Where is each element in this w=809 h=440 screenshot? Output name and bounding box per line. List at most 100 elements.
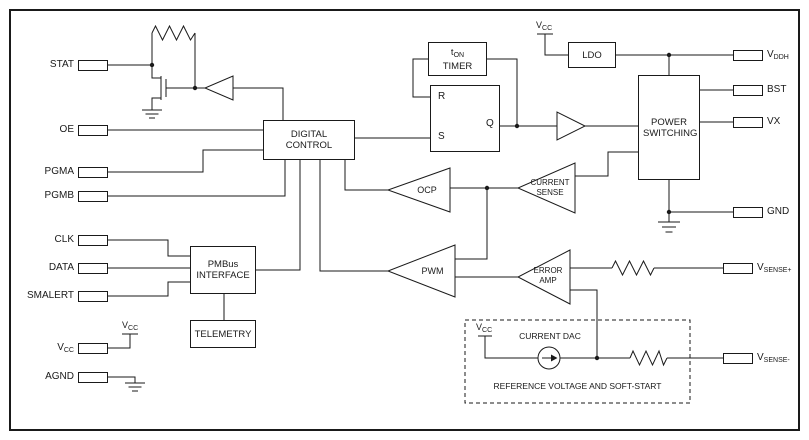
pin-vddh [733,50,763,61]
stat-buffer-triangle [203,75,234,101]
pin-label-oe: OE [59,124,74,135]
junction-dot [666,209,672,215]
ocp-label: OCP [417,185,437,195]
error-amp-triangle [516,249,571,305]
vsense-plus-resistor [611,259,655,277]
pin-label-vddh: VDDH [767,49,789,64]
pgma-wire [108,149,263,173]
pmbus-digital-wire [256,160,301,271]
ground-icon [142,109,162,119]
junction-dot [149,62,155,68]
power-switching-label: POWER SWITCHING [643,116,698,139]
junction-dot [666,52,672,58]
error-amp-ref-wire [570,289,598,358]
junction-dot [192,85,198,91]
reference-dashed-box [464,319,691,404]
rail-base: V [122,320,129,330]
vddh-base: V [767,49,774,60]
pin-label-gnd: GND [767,206,790,217]
pin-bst [733,85,763,96]
pin-vsense-plus [723,263,753,274]
ocp-out-wire [344,160,388,191]
latch-q-label: Q [486,118,494,129]
gate-driver-triangle [556,111,587,141]
ldo-wires [537,33,733,75]
vsense-plus-base: V [757,262,764,273]
triangles [203,75,587,305]
telemetry-block: TELEMETRY [190,320,256,348]
smalert-wire [108,281,190,297]
digital-control-block: DIGITAL CONTROL [263,120,355,160]
vcc-sub: CC [63,347,74,354]
pin-label-clk: CLK [54,234,74,245]
pin-label-pgmb: PGMB [44,190,74,201]
vcc-pin-wire [108,333,138,349]
junction-dot [594,355,600,361]
pin-vx [733,117,763,128]
agnd-wire [108,376,145,392]
rs-latch-block: R S Q [430,85,500,152]
power-ground-icon [658,221,680,233]
pin-label-vx: VX [767,116,781,127]
pin-label-vcc: VCC [8,342,74,357]
pin-smalert [78,291,108,302]
pin-data [78,263,108,274]
current-dac-label: CURRENT DAC [519,331,581,341]
dac-wires [478,335,723,359]
mosfet-icon [151,76,167,110]
pin-clk [78,235,108,246]
diagram-border [9,9,800,431]
pullup-resistor [151,24,196,42]
current-sense-in-wire [575,151,638,177]
junction-dots [149,52,672,362]
pin-label-bst: BST [767,84,787,95]
pwm-out-wire [319,160,388,272]
vcc-rail-label-dac: VCC [476,322,492,336]
digital-control-label: DIGITAL CONTROL [285,129,333,151]
vcc-rail-label-ldo: VCC [536,20,552,34]
pmbus-interface-block: PMBus INTERFACE [190,246,256,294]
pgmb-wire [108,160,286,197]
pin-label-vsense-minus: VSENSE- [757,352,790,367]
wires [108,24,733,404]
pin-oe [78,125,108,136]
ton-sub: ON [453,51,465,59]
junction-dot [484,185,490,191]
latch-s-label: S [438,131,445,142]
pin-label-vsense-plus: VSENSE+ [757,262,792,277]
pin-agnd [78,372,108,383]
vsense-minus-sub: SENSE- [763,357,790,364]
power-switching-block: POWER SWITCHING [638,75,700,180]
pin-vcc [78,343,108,354]
current-sense-label: CURRENT SENSE [530,178,570,197]
reference-box-label: REFERENCE VOLTAGE AND SOFT-START [493,381,662,391]
pwm-label: PWM [421,266,444,276]
pwm-comparator-triangle [386,244,456,298]
ton-line2: TIMER [442,60,473,72]
stat-net-wire [108,33,284,120]
vsense-minus-resistor [629,349,668,367]
timer-trigger-wire [487,58,518,126]
vsense-minus-base: V [757,352,764,363]
latch-r-label: R [438,91,446,102]
pin-stat [78,60,108,71]
current-source-arrowhead [551,354,558,362]
pin-gnd [733,207,763,218]
rail-sub: CC [482,327,493,334]
error-amp-label: ERROR AMP [533,266,563,285]
timer-reset-wire [412,58,430,98]
rail-sub: CC [542,25,553,32]
ton-base: t [450,46,454,58]
ldo-block: LDO [568,42,616,68]
pin-pgma [78,167,108,178]
vsense-plus-sub: SENSE+ [763,267,792,274]
pin-label-stat: STAT [49,59,74,70]
pin-vsense-minus [723,353,753,364]
pin-label-data: DATA [48,262,74,273]
vcc-rail-label: VCC [122,320,138,334]
clk-wire [108,239,190,257]
